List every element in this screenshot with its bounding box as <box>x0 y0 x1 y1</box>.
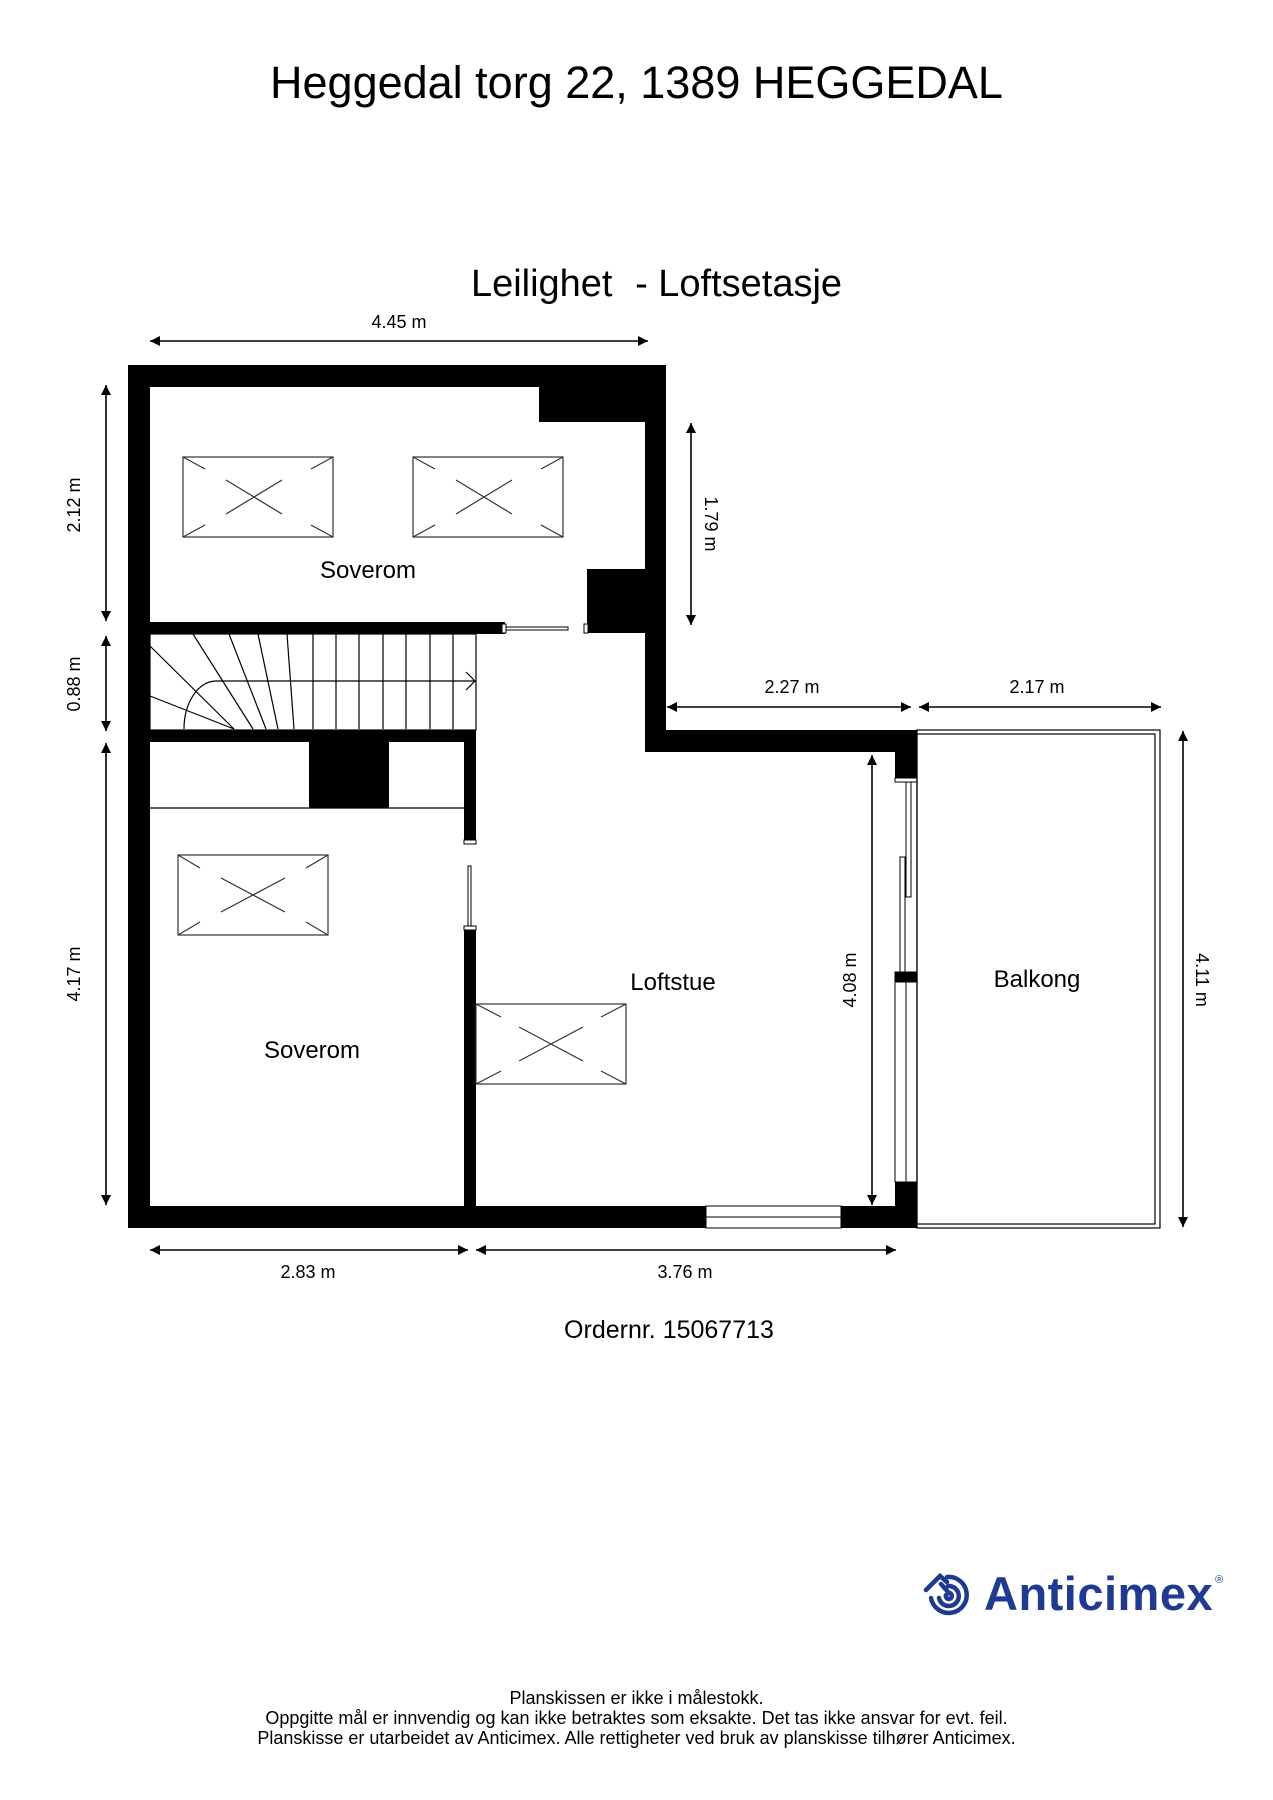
dim-top-width: 4.45 m <box>371 312 426 332</box>
dim-living-height: 4.08 m <box>840 952 860 1007</box>
door-lower-bedroom <box>463 839 477 931</box>
room-labels: Soverom Soverom Loftstue Balkong <box>264 557 1080 1064</box>
floor-plan-subtitle: Leilighet - Loftsetasje <box>0 262 1273 306</box>
dim-living-width: 2.27 m <box>764 677 819 697</box>
window-bottom <box>705 1205 842 1229</box>
dim-left-upper: 2.12 m <box>64 477 84 532</box>
room-bedroom-upper: Soverom <box>320 557 416 584</box>
door-upper-bedroom <box>501 623 589 634</box>
room-balcony: Balkong <box>994 966 1081 993</box>
dimension-labels: 4.45 m 2.12 m 0.88 m 4.17 m 1.79 m 2.27 … <box>64 312 1212 1282</box>
disclaimer-line-2: Oppgitte mål er innvendig og kan ikke be… <box>265 1708 1008 1728</box>
balcony-outline <box>916 729 1161 1229</box>
unit-label: Leilighet <box>470 263 613 305</box>
dimension-lines <box>101 336 1188 1255</box>
property-address-title: Heggedal torg 22, 1389 HEGGEDAL <box>270 57 1003 108</box>
dim-balcony-width: 2.17 m <box>1009 677 1064 697</box>
disclaimer-line-3: Planskisse er utarbeidet av Anticimex. A… <box>257 1728 1016 1748</box>
logo-wordmark: Anticimex <box>984 1566 1214 1620</box>
walls <box>128 365 917 1228</box>
dim-balcony-height: 4.11 m <box>1192 953 1212 1007</box>
floor-label: - Loftsetasje <box>635 263 843 305</box>
skylight-icon <box>182 456 334 538</box>
disclaimer-line-1: Planskissen er ikke i målestokk. <box>509 1688 764 1708</box>
anticimex-spiral-house-icon <box>923 1572 969 1616</box>
dim-right-upper: 1.79 m <box>701 496 721 551</box>
balcony-sliding-door <box>894 777 918 1183</box>
room-bedroom-lower: Soverom <box>264 1037 360 1064</box>
anticimex-logo: Anticimex ® <box>920 1563 1223 1623</box>
skylight-icon <box>177 854 329 936</box>
disclaimer: Planskissen er ikke i målestokk. Oppgitt… <box>0 1688 1273 1748</box>
dim-bottom-left: 2.83 m <box>280 1262 335 1282</box>
room-living: Loftstue <box>630 969 715 996</box>
dim-left-lower: 4.17 m <box>64 946 84 1001</box>
order-number: Ordernr. 15067713 <box>564 1316 774 1344</box>
registered-mark: ® <box>1215 1574 1224 1586</box>
dim-left-stair: 0.88 m <box>64 656 84 711</box>
skylight-icon <box>475 1003 627 1085</box>
dim-bottom-right: 3.76 m <box>657 1262 712 1282</box>
staircase <box>149 633 477 731</box>
skylight-icon <box>412 456 564 538</box>
